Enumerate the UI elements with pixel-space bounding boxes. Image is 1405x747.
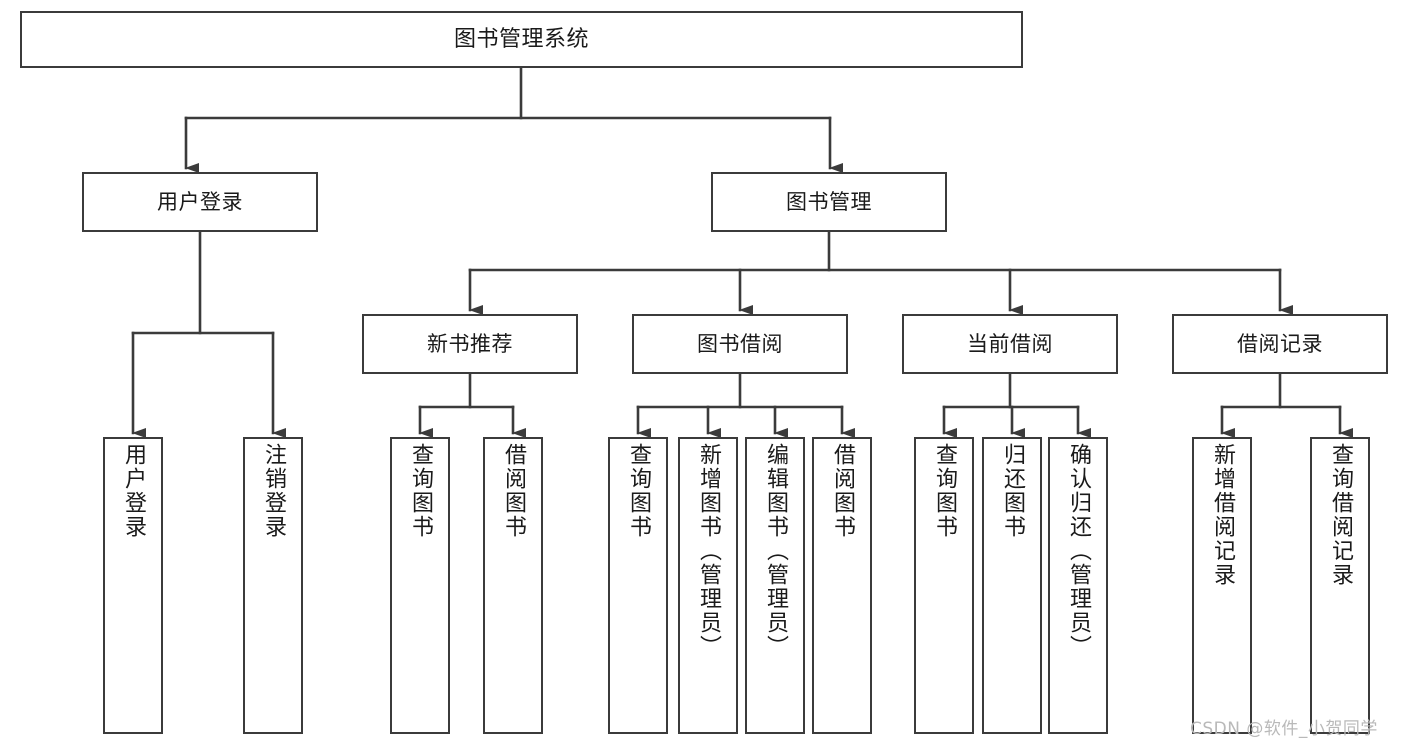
node-label: 图书管理系统 [453, 26, 589, 52]
node-label: 新书推荐 [427, 331, 513, 356]
node-label: 归还图书 [1000, 443, 1025, 539]
node-current-borrow[interactable]: 当前借阅 [902, 314, 1118, 374]
node-label: 新增借阅记录 [1210, 443, 1235, 587]
node-leaf-current-confirm-return-admin[interactable]: 确认归还（管理员） [1048, 437, 1108, 734]
node-label: 查询图书 [408, 443, 433, 539]
node-leaf-record-add-record[interactable]: 新增借阅记录 [1192, 437, 1252, 734]
node-label: 图书借阅 [697, 331, 783, 356]
node-label: 当前借阅 [967, 331, 1053, 356]
node-borrow-record[interactable]: 借阅记录 [1172, 314, 1388, 374]
node-label: 用户登录 [157, 189, 243, 214]
node-user-login[interactable]: 用户登录 [82, 172, 318, 232]
node-leaf-borrow-borrow-book[interactable]: 借阅图书 [812, 437, 872, 734]
node-leaf-current-return-book[interactable]: 归还图书 [982, 437, 1042, 734]
node-leaf-user-login[interactable]: 用户登录 [103, 437, 163, 734]
node-label: 借阅图书 [830, 443, 855, 539]
node-label: 注销登录 [261, 443, 286, 539]
node-root-book-management-system[interactable]: 图书管理系统 [20, 11, 1023, 68]
node-book-management[interactable]: 图书管理 [711, 172, 947, 232]
node-label: 确认归还（管理员） [1066, 443, 1091, 659]
node-label: 借阅记录 [1237, 331, 1323, 356]
node-leaf-record-query-record[interactable]: 查询借阅记录 [1310, 437, 1370, 734]
node-label: 借阅图书 [501, 443, 526, 539]
node-book-borrow[interactable]: 图书借阅 [632, 314, 848, 374]
node-label: 查询图书 [932, 443, 957, 539]
node-label: 编辑图书（管理员） [763, 443, 788, 659]
node-label: 查询图书 [626, 443, 651, 539]
node-leaf-current-query-book[interactable]: 查询图书 [914, 437, 974, 734]
node-leaf-borrow-add-book-admin[interactable]: 新增图书（管理员） [678, 437, 738, 734]
node-label: 查询借阅记录 [1328, 443, 1353, 587]
node-leaf-borrow-edit-book-admin[interactable]: 编辑图书（管理员） [745, 437, 805, 734]
node-new-book-recommend[interactable]: 新书推荐 [362, 314, 578, 374]
node-leaf-newbook-query-book[interactable]: 查询图书 [390, 437, 450, 734]
node-leaf-user-logout[interactable]: 注销登录 [243, 437, 303, 734]
node-label: 图书管理 [786, 189, 872, 214]
node-label: 新增图书（管理员） [696, 443, 721, 659]
node-leaf-borrow-query-book[interactable]: 查询图书 [608, 437, 668, 734]
node-label: 用户登录 [121, 443, 146, 539]
node-leaf-newbook-borrow-book[interactable]: 借阅图书 [483, 437, 543, 734]
